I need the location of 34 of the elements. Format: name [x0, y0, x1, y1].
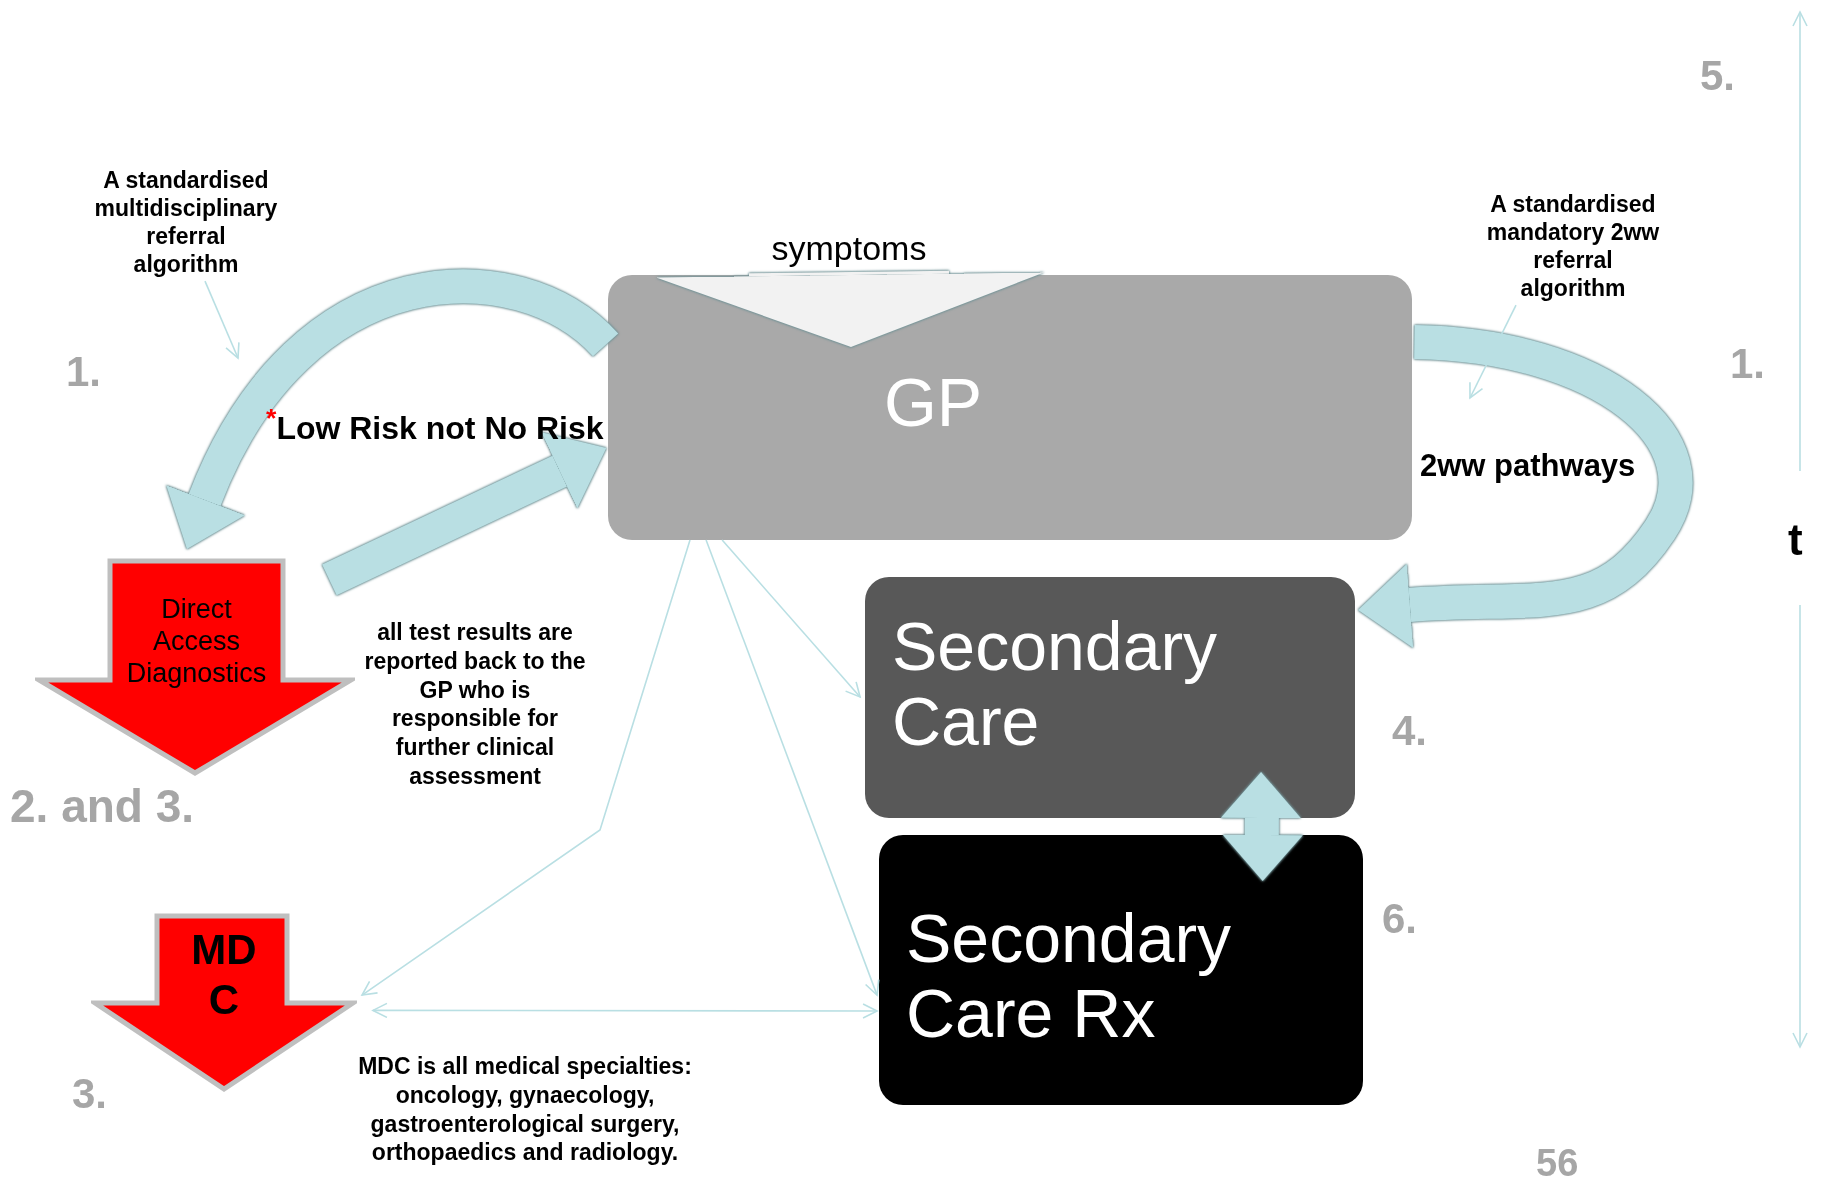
- node-title: Secondary Care Rx: [906, 901, 1233, 1051]
- block-arrow: [1220, 772, 1303, 881]
- arrow: [361, 539, 691, 996]
- arrow: [372, 1002, 878, 1019]
- arrow: [721, 539, 861, 698]
- step-number: 1.: [66, 347, 102, 397]
- treatment-box: [879, 835, 1363, 1105]
- block-arrow: [656, 270, 1044, 347]
- step-number: 1.: [1730, 339, 1766, 389]
- block-arrow: [1358, 325, 1693, 648]
- callout-text: A standardised mandatory 2ww referral algorithm: [1478, 190, 1668, 304]
- down-arrow-shape: [35, 558, 355, 777]
- axis-label: t: [1788, 514, 1803, 566]
- input-label: symptoms: [764, 228, 934, 272]
- note-text: $^{*}$Low Risk not No Risk: [266, 402, 604, 448]
- note-text: all test results are reported back to the GP who is responsible for further clinical assessment: [363, 618, 587, 791]
- arrow-text: MD C: [190, 925, 258, 1025]
- arrow-text: Direct Access Diagnostics: [125, 594, 268, 690]
- note-text: MDC is all medical specialties: oncology, gynaecology, gastroenterological surgery, orthopaedics and radiology.: [357, 1052, 693, 1167]
- step-number: 6.: [1382, 894, 1418, 944]
- node-title: Secondary Care: [892, 609, 1219, 759]
- arrow: [705, 539, 880, 996]
- step-number: 5.: [1700, 51, 1736, 101]
- step-number: 2. and 3.: [10, 779, 195, 834]
- step-number: 3.: [72, 1069, 108, 1119]
- leader-line: [204, 280, 240, 359]
- block-arrow: [322, 432, 607, 596]
- page-number: 56: [1536, 1141, 1579, 1186]
- callout-text: A standardised multidisciplinary referral algorithm: [91, 166, 281, 280]
- leader-line: [1469, 304, 1517, 399]
- node-title: GP: [882, 365, 984, 440]
- step-number: 4.: [1392, 706, 1428, 756]
- gp-box: [608, 275, 1412, 540]
- care-box: [865, 577, 1355, 818]
